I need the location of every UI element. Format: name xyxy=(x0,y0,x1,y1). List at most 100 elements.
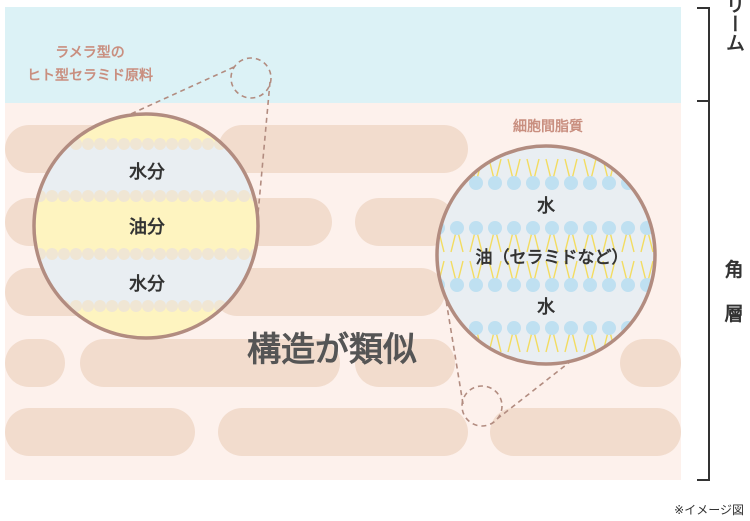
right-bottom-label: 水 xyxy=(537,296,556,318)
lipid-head xyxy=(526,176,540,190)
lipid-head xyxy=(469,278,483,292)
lipid-dot xyxy=(190,190,202,202)
lipid-dot xyxy=(238,248,250,260)
lipid-dot xyxy=(46,248,58,260)
lipid-head xyxy=(526,221,540,235)
cell xyxy=(218,408,468,456)
lipid-dot xyxy=(226,248,238,260)
lipid-head xyxy=(583,278,597,292)
lipid-head xyxy=(621,278,635,292)
lipid-dot xyxy=(142,300,154,312)
lipid-dot xyxy=(214,190,226,202)
lipid-head xyxy=(526,278,540,292)
left-circle-outline xyxy=(32,112,260,340)
material-label-line2: ヒト型セラミド原料 xyxy=(27,67,153,84)
cell xyxy=(5,339,65,387)
right-circle-outline xyxy=(435,144,657,366)
right-magnified-circle xyxy=(437,146,655,364)
lipid-dot xyxy=(166,300,178,312)
right-middle-label: 油（セラミドなど） xyxy=(476,247,629,268)
lipid-head xyxy=(469,176,483,190)
lipid-dot xyxy=(202,138,214,150)
lipid-dot xyxy=(154,138,166,150)
left-zoom-connector xyxy=(121,57,272,215)
center-caption: 構造が類似 xyxy=(247,330,417,370)
lipid-head xyxy=(507,221,521,235)
cell xyxy=(355,339,455,387)
lipid-head xyxy=(450,278,464,292)
cell xyxy=(5,408,195,456)
cream-layer xyxy=(5,7,681,103)
lipid-head xyxy=(564,176,578,190)
cell xyxy=(80,339,340,387)
lipid-dot xyxy=(82,138,94,150)
lipid-head xyxy=(621,221,635,235)
lipid-dot xyxy=(190,248,202,260)
lipid-head xyxy=(526,321,540,335)
lipid-dot xyxy=(202,300,214,312)
lipid-dot xyxy=(118,190,130,202)
intercellular-lipid-label: 細胞間脂質 xyxy=(513,118,583,135)
cell xyxy=(355,198,455,246)
lipid-head xyxy=(564,221,578,235)
image-note: ※イメージ図 xyxy=(674,503,744,517)
lipid-dot xyxy=(154,300,166,312)
lipid-dot xyxy=(58,190,70,202)
lipid-head xyxy=(507,176,521,190)
lipid-dot xyxy=(58,248,70,260)
lipid-dot xyxy=(82,300,94,312)
skin-label-sou: 層 xyxy=(724,303,743,325)
lipid-head xyxy=(450,221,464,235)
lipid-head xyxy=(507,321,521,335)
cell xyxy=(213,268,445,316)
lipid-dot xyxy=(190,300,202,312)
lipid-dot xyxy=(154,248,166,260)
lipid-dot xyxy=(118,138,130,150)
lipid-dot xyxy=(202,248,214,260)
cream-label: クリーム xyxy=(723,0,745,52)
lipid-dot xyxy=(130,190,142,202)
lipid-dot xyxy=(82,248,94,260)
right-top-label: 水 xyxy=(537,195,556,217)
lipid-dot xyxy=(202,190,214,202)
lipid-head xyxy=(583,221,597,235)
oil-band-middle xyxy=(34,196,258,254)
lipid-head xyxy=(545,176,559,190)
lipid-dot xyxy=(94,138,106,150)
lipid-head xyxy=(507,278,521,292)
lipid-dot xyxy=(142,190,154,202)
cell xyxy=(490,408,681,456)
cell xyxy=(218,125,468,173)
lipid-dot xyxy=(178,138,190,150)
lipid-dot xyxy=(178,190,190,202)
lipid-dot xyxy=(94,190,106,202)
left-top-label: 水分 xyxy=(129,161,165,183)
left-bottom-label: 水分 xyxy=(129,273,165,295)
lipid-head xyxy=(564,321,578,335)
lipid-dot xyxy=(130,300,142,312)
lipid-dot xyxy=(154,190,166,202)
cell xyxy=(620,339,681,387)
lipid-dot xyxy=(94,248,106,260)
skin-label-kaku: 角 xyxy=(724,258,743,281)
lipid-head xyxy=(602,278,616,292)
lipid-dot xyxy=(118,300,130,312)
lipid-dot xyxy=(142,248,154,260)
lipid-dot xyxy=(46,190,58,202)
lipid-dot xyxy=(226,190,238,202)
lipid-dot xyxy=(178,300,190,312)
lipid-head xyxy=(488,176,502,190)
lipid-dot xyxy=(106,300,118,312)
lipid-head xyxy=(488,221,502,235)
lipid-dot xyxy=(130,138,142,150)
lipid-dot xyxy=(106,190,118,202)
lipid-dot xyxy=(82,190,94,202)
lipid-head xyxy=(583,176,597,190)
lipid-dot xyxy=(166,138,178,150)
lipid-head xyxy=(545,221,559,235)
lipid-dot xyxy=(94,300,106,312)
lipid-head xyxy=(564,278,578,292)
left-middle-label: 油分 xyxy=(129,216,165,238)
lipid-head xyxy=(602,176,616,190)
